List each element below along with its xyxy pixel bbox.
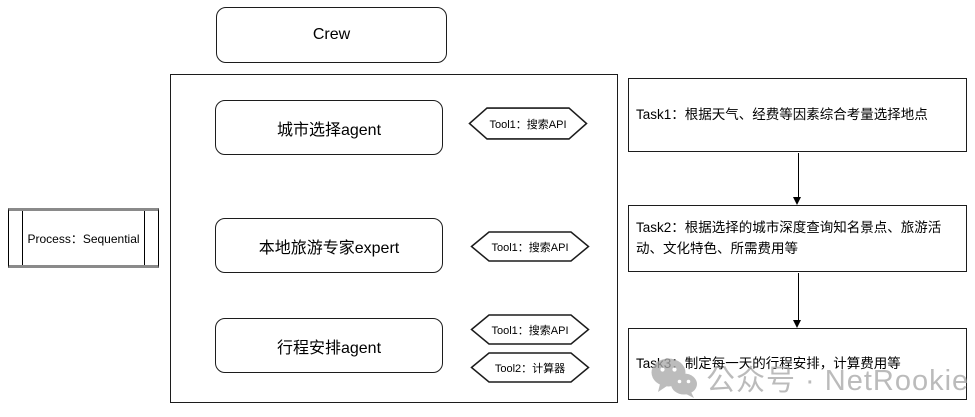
task-label: Task2：根据选择的城市深度查询知名景点、旅游活动、文化特色、所需费用等 [636,219,942,256]
process-inner-line-left [22,211,23,265]
agent-node-city-selection: 城市选择agent [215,100,443,155]
agent-node-local-travel-expert: 本地旅游专家expert [215,218,443,273]
task2-to-task3-arrow [793,273,802,328]
agent-label: 行程安排agent [276,339,382,357]
tool-hexagon-search-api-3: Tool1：搜索API [470,314,590,345]
task-node-1: Task1：根据天气、经费等因素综合考量选择地点 [628,78,967,152]
tool-hexagon-calculator: Tool2：计算器 [470,352,590,383]
hexagon-shape-icon [470,314,590,345]
tool-hexagon-search-api-2: Tool1：搜索API [470,231,590,262]
agent-label: 本地旅游专家expert [258,239,400,257]
task-node-3: Task3：制定每一天的行程安排，计算费用等 [628,328,967,400]
tool-label: Tool1：搜索API [491,241,569,254]
tool-label: Tool1：搜索API [489,118,567,131]
hexagon-shape-icon [470,231,590,262]
hexagon-shape-icon [468,107,588,140]
tool-label: Tool1：搜索API [491,324,569,337]
task-label: Task3：制定每一天的行程安排，计算费用等 [636,355,901,371]
agent-label: 城市选择agent [276,121,382,139]
crew-node: Crew [216,7,447,63]
hexagon-shape-icon [470,352,590,383]
agent-node-itinerary-planner: 行程安排agent [215,318,443,373]
tool-label: Tool2：计算器 [494,362,566,375]
process-node: Process：Sequential [8,208,159,268]
task1-to-task2-arrow [793,153,802,205]
process-inner-line-right [144,211,145,265]
crew-label: Crew [312,26,351,43]
task-node-2: Task2：根据选择的城市深度查询知名景点、旅游活动、文化特色、所需费用等 [628,205,967,272]
task-label: Task1：根据天气、经费等因素综合考量选择地点 [636,106,928,122]
process-label: Process：Sequential [27,231,140,246]
tool-hexagon-search-api-1: Tool1：搜索API [468,107,588,140]
